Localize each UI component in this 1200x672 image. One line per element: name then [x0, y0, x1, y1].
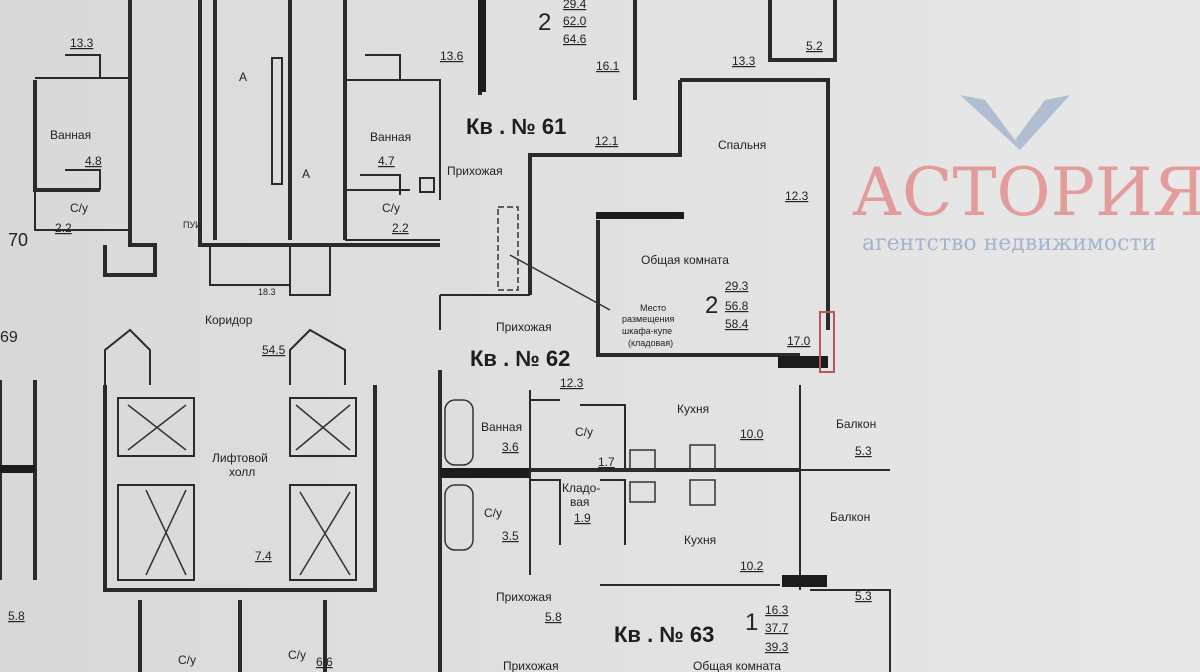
room-label: Ванная: [370, 130, 411, 144]
room-label: Прихожая: [447, 164, 503, 178]
room-area: 17.0: [787, 334, 811, 348]
room-label: Лифтовой: [212, 451, 268, 465]
room-area: 18.3: [258, 287, 276, 297]
room-area: 12.1: [595, 134, 619, 148]
room-area: 3.6: [502, 440, 519, 454]
wardrobe-note: шкафа-купе: [622, 326, 672, 336]
watermark-subtitle: агентство недвижимости: [862, 231, 1156, 256]
room-area: 13.3: [732, 54, 756, 68]
room-label: С/у: [575, 425, 593, 439]
room-area: 1.9: [574, 511, 591, 525]
room-area: 4.8: [85, 154, 102, 168]
room-label: Балкон: [830, 510, 870, 524]
wardrobe-note: (кладовая): [628, 338, 673, 348]
apartment-61-rooms: 2: [538, 9, 551, 36]
wardrobe-note: размещения: [622, 314, 675, 324]
room-area: 4.7: [378, 154, 395, 168]
room-area: 5.8: [545, 610, 562, 624]
room-label: Спальня: [718, 138, 766, 152]
room-area: 1.7: [598, 455, 615, 469]
room-labels: 13.3 Ванная 4.8 С/у 2.2 70 69 5.8 А А ПУ…: [0, 36, 876, 672]
room-area: 2.2: [392, 221, 409, 235]
room-label: С/у: [288, 648, 306, 662]
room-label: вая: [570, 495, 589, 509]
wardrobe-note: Место: [640, 303, 666, 313]
room-label: Общая комната: [693, 659, 781, 672]
room-area: 3.5: [502, 529, 519, 543]
room-label: ПУИ: [183, 220, 202, 230]
stair-marker: А: [239, 70, 247, 84]
watermark-title: АСТОРИЯ: [852, 154, 1200, 231]
apartment-61-label: Кв . № 61: [466, 114, 566, 139]
room-area: 5.2: [806, 39, 823, 53]
apartment-63-rooms: 1: [745, 609, 758, 636]
room-area: 5.8: [8, 609, 25, 623]
room-area: 5.3: [855, 444, 872, 458]
room-area: 5.3: [855, 589, 872, 603]
room-area: 7.4: [255, 549, 272, 563]
room-label: Прихожая: [496, 320, 552, 334]
room-area: 2.2: [55, 221, 72, 235]
room-area: 13.3: [70, 36, 94, 50]
walls: [0, 0, 891, 672]
room-label: Ванная: [481, 420, 522, 434]
stair-marker: А: [302, 167, 310, 181]
room-label: Коридор: [205, 313, 253, 327]
room-label: С/у: [484, 506, 502, 520]
room-area: 12.3: [560, 376, 584, 390]
apartment-62-area-total: 56.8: [725, 299, 749, 313]
apartment-number: 70: [8, 230, 28, 250]
wing-logo-icon: [960, 95, 1070, 150]
room-label: Кухня: [677, 402, 709, 416]
apartment-number: 69: [0, 329, 18, 346]
apartment-63-label: Кв . № 63: [614, 622, 714, 647]
room-label: холл: [229, 465, 255, 479]
room-area: 54.5: [262, 343, 286, 357]
apartment-61-area-living: 29.4: [563, 0, 587, 11]
room-label: С/у: [70, 201, 88, 215]
room-area: 10.2: [740, 559, 764, 573]
watermark-logo: АСТОРИЯ агентство недвижимости: [852, 95, 1200, 256]
room-label: Кладо-: [562, 481, 600, 495]
apartment-61-area-full: 64.6: [563, 32, 587, 46]
room-area: 6.6: [316, 655, 333, 669]
room-label: Общая комната: [641, 253, 729, 267]
room-label: Ванная: [50, 128, 91, 142]
room-label: С/у: [178, 653, 196, 667]
room-label: С/у: [382, 201, 400, 215]
apartment-62-area-living: 29.3: [725, 279, 749, 293]
apartment-63-area-living: 16.3: [765, 603, 789, 617]
apartment-62-area-full: 58.4: [725, 317, 749, 331]
room-label: Кухня: [684, 533, 716, 547]
apartment-62-label: Кв . № 62: [470, 346, 570, 371]
room-area: 10.0: [740, 427, 764, 441]
apartment-63-area-full: 39.3: [765, 640, 789, 654]
apartment-62-rooms: 2: [705, 292, 718, 319]
room-area: 16.1: [596, 59, 620, 73]
apartment-61-area-total: 62.0: [563, 14, 587, 28]
apartment-63-area-total: 37.7: [765, 621, 789, 635]
room-label: Балкон: [836, 417, 876, 431]
room-area: 12.3: [785, 189, 809, 203]
room-area: 13.6: [440, 49, 464, 63]
room-label: Прихожая: [496, 590, 552, 604]
room-label: Прихожая: [503, 659, 559, 672]
